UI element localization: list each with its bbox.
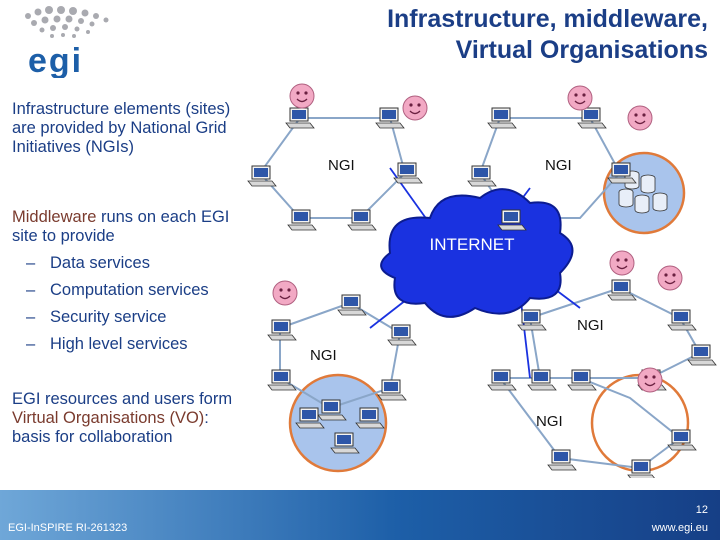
ngi-label: NGI [536,413,563,430]
title-line-2: Virtual Organisations [455,36,708,64]
page-number: 12 [695,504,708,516]
user-smiley-icon [402,95,428,121]
paragraph-vo: EGI resources and users form Virtual Org… [12,390,237,447]
computer-icon [393,162,423,184]
user-smiley-icon [637,367,663,393]
services-list: Data services Computation services Secur… [12,254,244,354]
title-line-1: Infrastructure, middleware, [387,5,708,33]
computer-icon [527,369,557,391]
computer-icon [567,369,597,391]
computer-icon [347,209,377,231]
footer-bar: EGI-InSPIRE RI-261323 12 www.egi.eu [0,490,720,540]
computer-icon [667,429,697,451]
user-smiley-icon [609,250,635,276]
computer-icon [577,107,607,129]
ngi-label: NGI [545,157,572,174]
computer-icon [667,309,697,331]
user-smiley-icon [272,280,298,306]
user-smiley-icon [657,265,683,291]
svg-text:egi: egi [28,42,83,78]
vo-term: Virtual Organisations (VO) [12,409,205,427]
middleware-term: Middleware [12,208,97,226]
ngi-ring [528,286,702,379]
list-item: Security service [12,308,244,327]
computer-icon [387,324,417,346]
computer-icon [607,279,637,301]
ngi-label: NGI [328,157,355,174]
vo-text-pre: EGI resources and users form [12,390,233,408]
computer-icon [467,165,497,187]
computer-icon [247,165,277,187]
egi-logo: egi [25,6,109,78]
list-item: Data services [12,254,244,273]
paragraph-middleware: Middleware runs on each EGI site to prov… [12,208,244,354]
footer-url: www.egi.eu [651,522,708,534]
vo-text-post: : basis for collaboration [12,409,209,446]
computer-icon [517,309,547,331]
paragraph-ngis-text: Infrastructure elements (sites) are prov… [12,100,231,156]
paragraph-ngis: Infrastructure elements (sites) are prov… [12,100,237,157]
internet-label: INTERNET [430,235,515,254]
user-smiley-icon [567,85,593,111]
network-diagram: INTERNET NGI NGI NGI NGI NGI [247,83,717,478]
ngi-label: NGI [577,317,604,334]
computer-icon [377,379,407,401]
list-item: Computation services [12,281,244,300]
user-smiley-icon [289,83,315,109]
user-smiley-icon [627,105,653,131]
computer-icon [267,369,297,391]
internet-cloud [380,188,574,318]
computer-icon [687,344,717,366]
ngi-label: NGI [310,347,337,364]
computer-icon [487,369,517,391]
grant-number: EGI-InSPIRE RI-261323 [8,522,128,534]
list-item: High level services [12,335,244,354]
computer-icon [337,294,367,316]
computer-icon [375,107,405,129]
middleware-rest: runs on each EGI site to provide [12,208,230,245]
slide-title: Infrastructure, middleware, Virtual Orga… [188,4,708,66]
computer-icon [287,209,317,231]
